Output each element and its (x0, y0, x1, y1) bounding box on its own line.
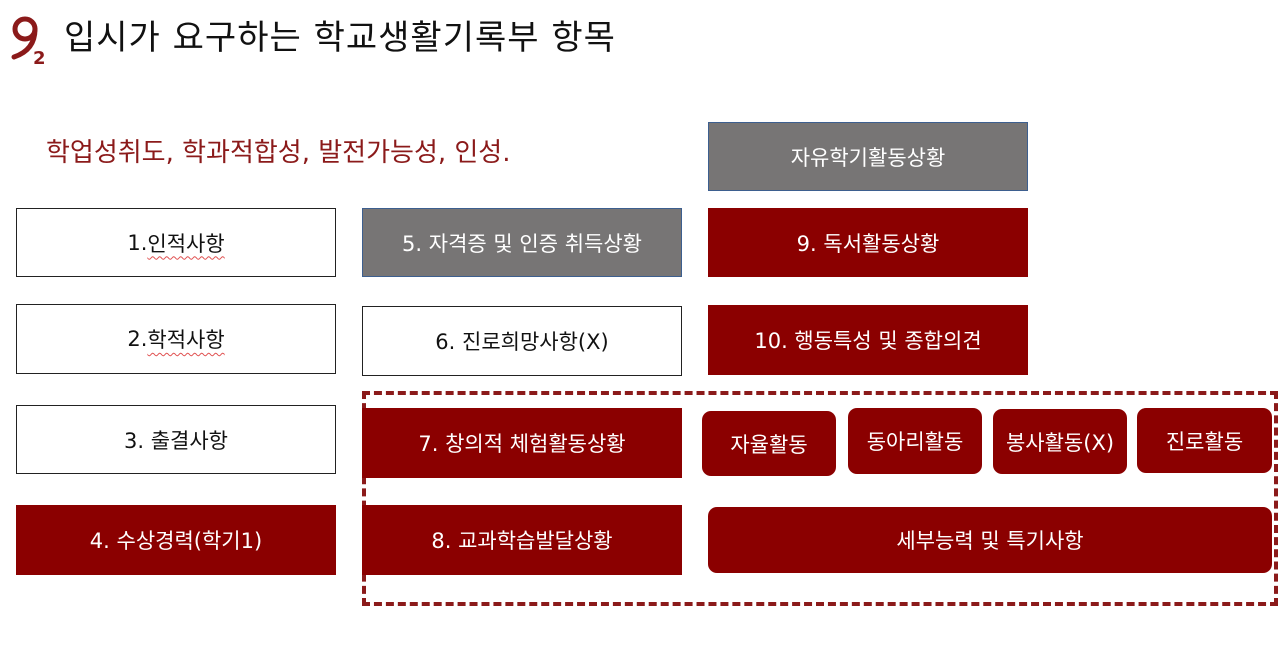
item-6-label: 6. 진로희망사항(X) (435, 330, 609, 354)
activity-club-label: 동아리활동 (866, 430, 964, 454)
item-1-box: 1. 인적사항 (16, 208, 336, 277)
item-4-label: 4. 수상경력(학기1) (89, 529, 263, 553)
item-10-box: 10. 행동특성 및 종합의견 (708, 305, 1028, 375)
item-2-box: 2. 학적사항 (16, 304, 336, 374)
student-activity-group (362, 391, 1278, 606)
item-1-label: 인적사항 (147, 231, 225, 256)
activity-club: 동아리활동 (848, 408, 982, 474)
activity-career: 진로활동 (1137, 408, 1272, 473)
free-semester-box: 자유학기활동상황 (708, 122, 1028, 191)
item-2-label: 학적사항 (147, 328, 225, 352)
page-subtitle: 학업성취도, 학과적합성, 발전가능성, 인성. (46, 138, 511, 168)
item-1-number: 1. (127, 230, 148, 255)
item-9-label: 9. 독서활동상황 (796, 231, 940, 256)
activity-autonomous-label: 자율활동 (730, 432, 808, 457)
item-3-box: 3. 출결사항 (16, 405, 336, 474)
item-8-box: 8. 교과학습발달상황 (362, 505, 682, 575)
item-7-box: 7. 창의적 체험활동상황 (362, 408, 682, 478)
logo-icon: 2 (11, 16, 46, 66)
activity-career-label: 진로활동 (1165, 429, 1244, 454)
activity-volunteer-label: 봉사활동(X) (1005, 430, 1115, 455)
page-title: 입시가 요구하는 학교생활기록부 항목 (64, 18, 616, 58)
item-3-label: 3. 출결사항 (124, 428, 228, 453)
item-8-label: 8. 교과학습발달상황 (431, 529, 613, 553)
svg-text:2: 2 (33, 48, 46, 66)
detail-ability-label: 세부능력 및 특기사항 (896, 529, 1084, 553)
item-7-label: 7. 창의적 체험활동상황 (418, 432, 626, 456)
activity-autonomous: 자율활동 (702, 411, 836, 476)
item-5-box: 5. 자격증 및 인증 취득상황 (362, 208, 682, 277)
item-4-box: 4. 수상경력(학기1) (16, 505, 336, 575)
item-10-label: 10. 행동특성 및 종합의견 (754, 329, 982, 353)
item-6-box: 6. 진로희망사항(X) (362, 306, 682, 376)
item-5-label: 5. 자격증 및 인증 취득상황 (402, 231, 642, 256)
item-9-box: 9. 독서활동상황 (708, 208, 1028, 277)
activity-volunteer: 봉사활동(X) (993, 409, 1127, 474)
free-semester-label: 자유학기활동상황 (790, 145, 946, 170)
item-2-number: 2. (127, 327, 148, 351)
detail-ability-box: 세부능력 및 특기사항 (708, 507, 1272, 573)
